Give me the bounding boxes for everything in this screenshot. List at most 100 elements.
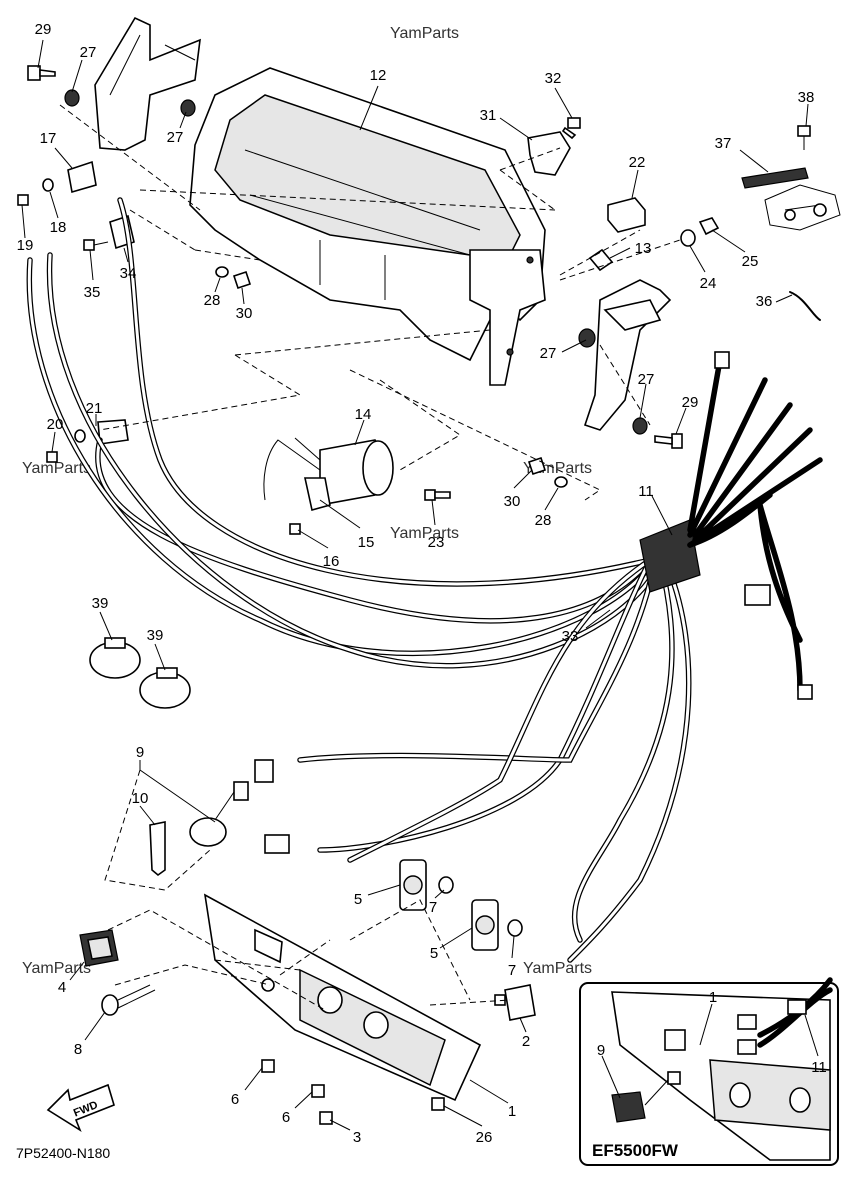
diagram-code: 7P52400-N180: [16, 1145, 110, 1161]
left-bracket: [94, 16, 201, 151]
switch-2: [494, 984, 536, 1021]
decal-37: [741, 167, 809, 189]
inset-model-label: EF5500FW: [592, 1141, 679, 1160]
callout-31: 31: [480, 107, 497, 124]
callout-27: 27: [80, 44, 97, 61]
callout-36: 36: [756, 293, 773, 310]
callout-6: 6: [231, 1091, 239, 1108]
callout-16: 16: [323, 553, 340, 570]
callout-3: 3: [353, 1129, 361, 1146]
callout-38: 38: [798, 89, 815, 106]
callout-13: 13: [635, 240, 652, 257]
callout-32: 32: [545, 70, 562, 87]
grommet-27-mid: [180, 99, 196, 117]
bolt-29-right: [654, 433, 683, 449]
callout-11: 11: [811, 1059, 827, 1076]
washer-7-a: [438, 876, 454, 894]
plug-8: [101, 984, 156, 1016]
grommet-27-top: [64, 89, 80, 107]
callout-6: 6: [282, 1109, 290, 1126]
control-panel-1: [203, 893, 482, 1102]
band-36: [789, 291, 821, 321]
callout-19: 19: [17, 237, 34, 254]
callout-33: 33: [562, 628, 579, 645]
washer-21: [74, 429, 86, 443]
callout-14: 14: [355, 406, 372, 423]
pilot-lamp-4: [79, 929, 119, 967]
washer-18: [42, 178, 54, 192]
nut-25: [698, 217, 720, 236]
bolt-38: [797, 125, 811, 150]
washer-7-b: [507, 919, 523, 937]
callout-28: 28: [535, 512, 552, 529]
nut-28-lower: [554, 476, 568, 488]
callout-20: 20: [47, 416, 64, 433]
watermark: YamParts: [22, 460, 91, 477]
callout-27: 27: [638, 371, 655, 388]
assembly-lines: [59, 104, 681, 1011]
callout-9: 9: [597, 1042, 605, 1059]
circuit-breaker-5-a: [399, 859, 427, 911]
screw-26: [431, 1097, 445, 1111]
connector-plug: [264, 834, 290, 854]
callout-27: 27: [167, 129, 184, 146]
inset-variant-box: [579, 977, 839, 1166]
connector-13: [588, 248, 614, 272]
condenser-14: [263, 437, 394, 511]
callout-1: 1: [709, 989, 717, 1006]
leader-lines: [21, 39, 819, 1131]
callout-24: 24: [700, 275, 717, 292]
callout-29: 29: [35, 21, 52, 38]
watermark: YamParts: [523, 960, 592, 977]
callout-labels: 29 27 27 12 32 31 38 37 17 22 18 19 34 3…: [17, 21, 827, 1146]
watermark: YamParts: [22, 960, 91, 977]
callout-18: 18: [50, 219, 67, 236]
callout-2: 2: [522, 1033, 530, 1050]
callout-10: 10: [132, 790, 149, 807]
fwd-arrow-icon: FWD: [46, 1083, 115, 1132]
grommet-27-right-lower: [632, 417, 648, 435]
callout-17: 17: [40, 130, 57, 147]
callout-26: 26: [476, 1129, 493, 1146]
watermark: YamParts: [390, 25, 459, 42]
watermark: YamParts: [390, 525, 459, 542]
nut-30-upper: [232, 270, 252, 290]
callout-23: 23: [428, 534, 445, 551]
wire-harness-11: [26, 197, 823, 963]
callout-15: 15: [358, 534, 375, 551]
ignition-switch-39-b: [139, 667, 191, 709]
grommet-27-right: [578, 328, 596, 348]
callout-39: 39: [147, 627, 164, 644]
screw-6-b: [311, 1084, 325, 1098]
callout-22: 22: [629, 154, 646, 171]
key-10: [149, 821, 166, 877]
circuit-breaker-5-b: [471, 899, 499, 951]
screw-19: [17, 194, 29, 206]
bracket-31: [527, 131, 571, 176]
callout-11: 11: [638, 483, 654, 500]
callout-39: 39: [92, 595, 109, 612]
callout-30: 30: [504, 493, 521, 510]
screw-3: [319, 1111, 333, 1125]
engine-fragment: [764, 184, 841, 231]
key-switch-9: [189, 759, 274, 847]
bolt-32: [561, 117, 581, 140]
callout-29: 29: [682, 394, 699, 411]
callout-30: 30: [236, 305, 253, 322]
callout-4: 4: [58, 979, 66, 996]
right-bracket: [583, 279, 672, 431]
clip-22: [607, 197, 646, 233]
callout-5: 5: [430, 945, 438, 962]
callout-27: 27: [540, 345, 557, 362]
callout-37: 37: [715, 135, 732, 152]
screw-20: [46, 451, 58, 463]
bolt-29-top: [27, 65, 56, 81]
screw-6-a: [261, 1059, 275, 1073]
bolt-23: [424, 489, 451, 501]
washer-24: [680, 229, 696, 247]
callout-5: 5: [354, 891, 362, 908]
callout-7: 7: [429, 899, 437, 916]
callout-1: 1: [508, 1103, 516, 1120]
callout-34: 34: [120, 265, 137, 282]
